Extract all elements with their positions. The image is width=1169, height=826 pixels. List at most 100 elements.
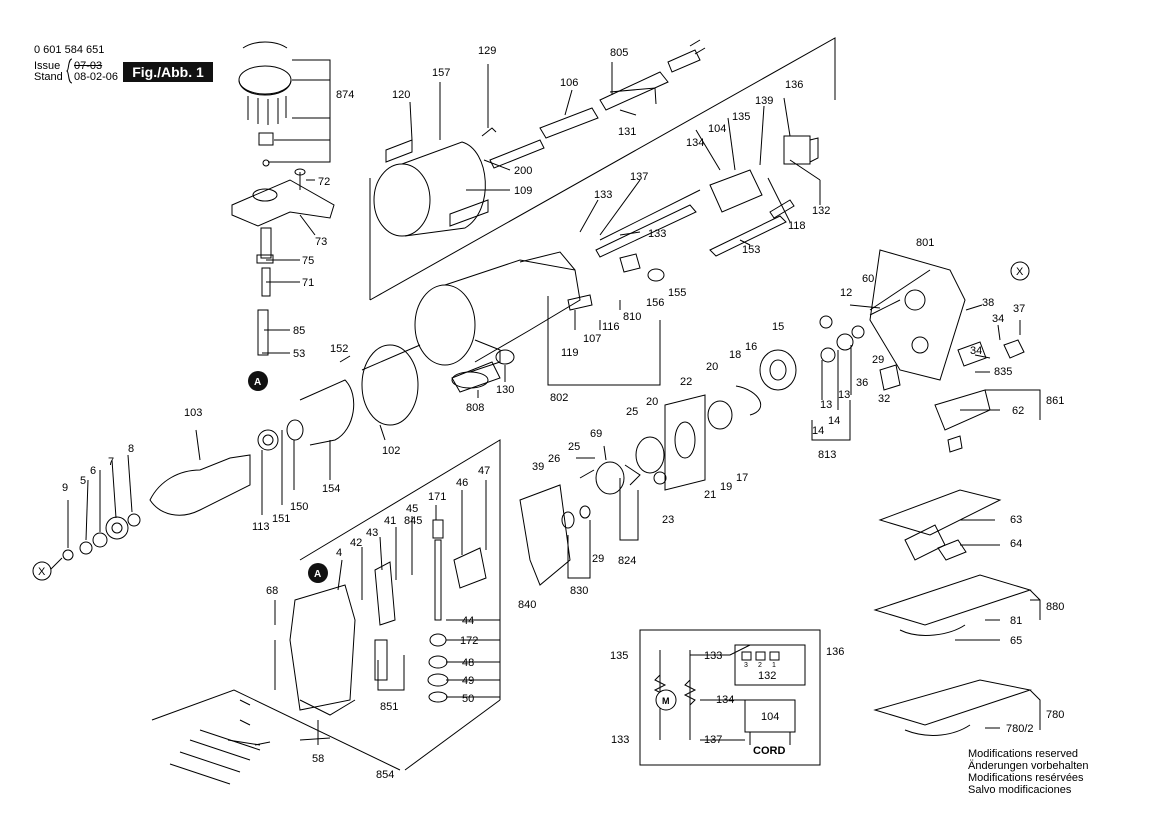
callout-19: 19: [720, 481, 732, 493]
reference-markers: X X A A: [32, 261, 1030, 583]
switch-104-box: [744, 699, 796, 733]
schem-label-136: 136: [826, 646, 844, 658]
wiring-harness-lines: [169, 729, 261, 785]
housing-group-bottom: [404, 699, 501, 771]
callout-131: 131: [618, 126, 636, 138]
callout-17: 17: [736, 472, 748, 484]
gear-housing-front: [414, 284, 476, 366]
marker-a-bottom: [308, 563, 328, 583]
callout-60: 60: [862, 273, 874, 285]
callout-802: 802: [550, 392, 568, 404]
terminal-block-shape: [783, 135, 811, 165]
schem-terminal-1: 1: [772, 662, 776, 669]
callout-34b: 34: [970, 345, 982, 357]
callout-20b: 20: [646, 396, 658, 408]
upper-group-outline: [369, 37, 836, 301]
switch-shape: [709, 169, 763, 213]
callout-845: 845: [404, 515, 422, 527]
schem-label-135: 135: [610, 650, 628, 662]
marker-x-right-label: X: [1016, 266, 1024, 278]
bearing-shape: [257, 429, 279, 451]
callout-102: 102: [382, 445, 400, 457]
callout-835: 835: [994, 366, 1012, 378]
base-plate-shape: [873, 574, 1032, 626]
callout-37: 37: [1013, 303, 1025, 315]
callout-13b: 13: [838, 389, 850, 401]
gear-wheel-shape: [759, 349, 797, 391]
callout-48: 48: [462, 657, 474, 669]
callout-150: 150: [290, 501, 308, 513]
callout-113: 113: [252, 521, 270, 533]
callout-20a: 20: [706, 361, 718, 373]
callout-62: 62: [1012, 405, 1024, 417]
schem-label-133-top: 133: [704, 650, 722, 662]
callout-133b: 133: [648, 228, 666, 240]
shoe-shape: [878, 489, 1002, 536]
callout-72: 72: [318, 176, 330, 188]
housing-group-outline: [299, 439, 501, 700]
fan-baffle-shape: [299, 379, 355, 446]
wire-bundle: [595, 204, 697, 258]
callout-12: 12: [840, 287, 852, 299]
power-cord-shape: [599, 71, 669, 111]
gear-housing-body: [444, 259, 581, 363]
callout-106: 106: [560, 77, 578, 89]
note-fr: Modifications resérvées: [968, 772, 1084, 784]
callout-154: 154: [322, 483, 340, 495]
schem-motor-label: M: [662, 696, 670, 706]
callout-45: 45: [406, 503, 418, 515]
callout-120: 120: [392, 89, 410, 101]
callout-107: 107: [583, 333, 601, 345]
callout-14a: 14: [812, 425, 824, 437]
callout-132: 132: [812, 205, 830, 217]
modification-notes: Modifications reserved Änderungen vorbeh…: [968, 748, 1088, 796]
schematic-labels: 135 133 136 132 134 104 133 137 M CORD 3…: [610, 646, 844, 757]
callout-780: 780: [1046, 709, 1064, 721]
callout-9: 9: [62, 482, 68, 494]
stand-label: Stand: [34, 71, 63, 83]
callout-808: 808: [466, 402, 484, 414]
callout-880: 880: [1046, 601, 1064, 613]
callout-29b: 29: [592, 553, 604, 565]
switch-lever-shape: [709, 215, 787, 257]
callout-85: 85: [293, 325, 305, 337]
base-group-outline: [151, 689, 401, 771]
eccentric-plate-shape: [664, 394, 706, 491]
motor-symbol: [655, 689, 677, 711]
callout-133a: 133: [594, 189, 612, 201]
field-coil-shape: [361, 344, 419, 426]
nut-shape: [258, 132, 274, 146]
callout-81: 81: [1010, 615, 1022, 627]
callout-810: 810: [623, 311, 641, 323]
callout-813: 813: [818, 449, 836, 461]
marker-a-top-label: A: [254, 377, 261, 388]
callout-26: 26: [548, 453, 560, 465]
callout-22: 22: [680, 376, 692, 388]
callout-43: 43: [366, 527, 378, 539]
callout-13a: 13: [820, 399, 832, 411]
base-cover-shape: [873, 679, 1032, 726]
callout-171: 171: [428, 491, 446, 503]
callout-25a: 25: [626, 406, 638, 418]
armature-shape: [149, 454, 251, 516]
callout-49: 49: [462, 675, 474, 687]
issue-label: Issue: [34, 60, 61, 72]
schem-cord-label: CORD: [753, 745, 785, 757]
callout-32: 32: [878, 393, 890, 405]
callout-14b: 14: [828, 415, 840, 427]
gasket-shape: [519, 484, 571, 586]
callout-780_2: 780/2: [1006, 723, 1034, 735]
callout-172: 172: [460, 635, 478, 647]
callout-73: 73: [315, 236, 327, 248]
callout-6: 6: [90, 465, 96, 477]
knob-shape: [238, 65, 292, 95]
callout-830: 830: [570, 585, 588, 597]
cable-sleeve-shape: [489, 139, 545, 169]
callout-36: 36: [856, 377, 868, 389]
plug-shape: [667, 49, 701, 73]
callout-63: 63: [1010, 514, 1022, 526]
callout-103: 103: [184, 407, 202, 419]
callout-152: 152: [330, 343, 348, 355]
callout-805: 805: [610, 47, 628, 59]
